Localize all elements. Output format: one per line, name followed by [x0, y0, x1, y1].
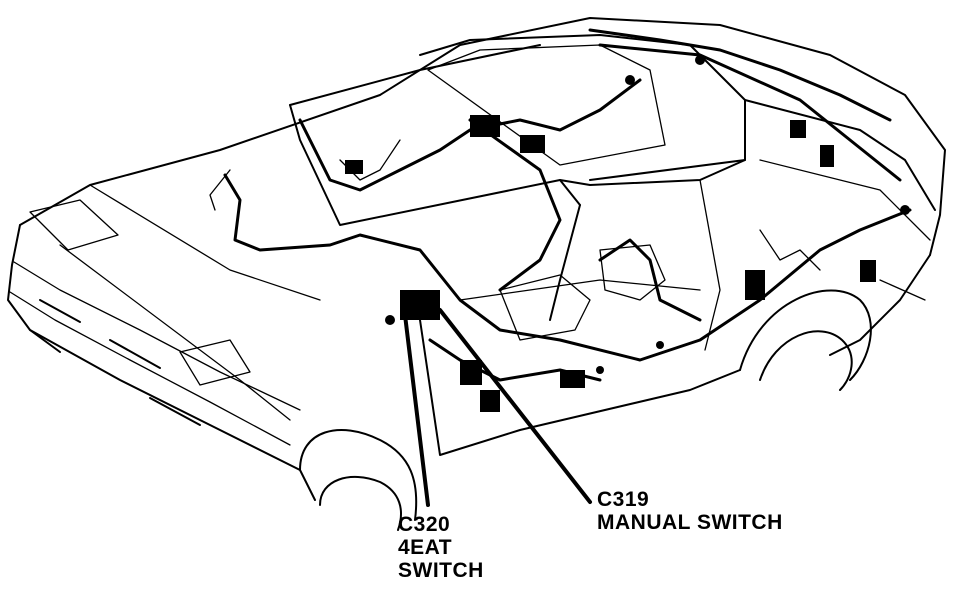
callout-c320-code: C320 — [398, 513, 451, 536]
leader-line-c320 — [403, 313, 430, 507]
leader-line-c319 — [438, 308, 592, 504]
car-body — [7, 17, 946, 531]
callout-c320-line-1: 4EAT — [398, 536, 453, 559]
callout-c319-code: C319 — [597, 488, 650, 511]
wiring-harness — [209, 28, 912, 412]
callout-c319: C319 MANUAL SWITCH — [597, 488, 783, 534]
callout-c319-line-1: MANUAL SWITCH — [597, 511, 783, 534]
callout-c320-line-2: SWITCH — [398, 559, 484, 582]
callout-c320: C320 4EAT SWITCH — [398, 513, 484, 582]
